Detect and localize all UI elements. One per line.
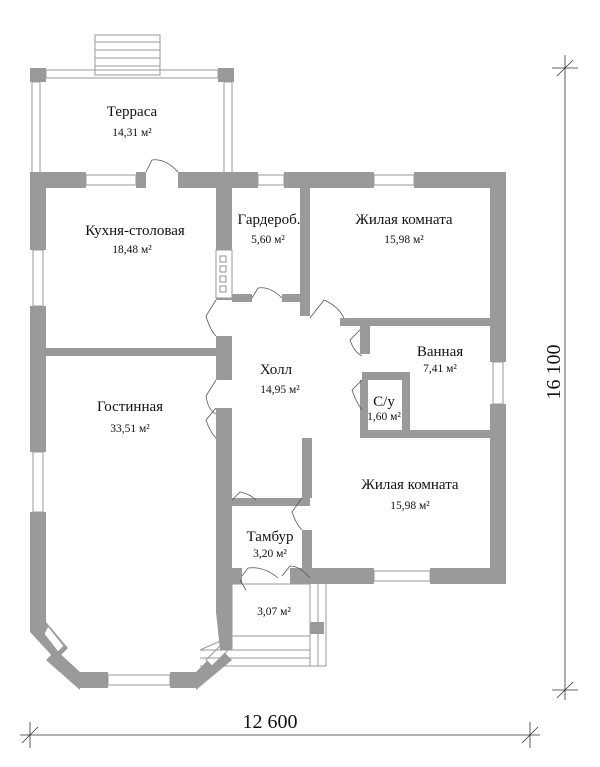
- room-area: 14,95 м²: [260, 384, 300, 396]
- room-vestibule: Тамбур 3,20 м²: [247, 529, 294, 560]
- room-area: 14,31 м²: [112, 127, 152, 139]
- interior-walls: [46, 188, 490, 584]
- room-area: 18,48 м²: [112, 244, 152, 256]
- room-name: Ванная: [417, 344, 463, 360]
- room-kitchen: Кухня-столовая 18,48 м²: [85, 223, 185, 256]
- room-area: 1,60 м²: [367, 411, 401, 423]
- room-wardrobe: Гардероб. 5,60 м²: [238, 212, 301, 246]
- room-name: Терраса: [107, 104, 158, 120]
- dimension-width-label: 12 600: [243, 711, 298, 733]
- room-area: 3,20 м²: [253, 548, 287, 560]
- room-name: Кухня-столовая: [85, 223, 185, 239]
- room-name: Жилая комната: [355, 212, 453, 228]
- dimension-height-label: 16 100: [543, 345, 565, 400]
- room-bedroom2: Жилая комната 15,98 м²: [361, 477, 459, 512]
- room-name: С/у: [373, 394, 395, 410]
- door-swings: [145, 159, 363, 591]
- room-area: 15,98 м²: [384, 234, 424, 246]
- room-area: 33,51 м²: [110, 423, 150, 435]
- room-terrace: Терраса 14,31 м²: [107, 104, 158, 139]
- room-porch: 3,07 м²: [257, 606, 291, 618]
- room-name: Гардероб.: [238, 212, 301, 228]
- stove-icon: [215, 249, 233, 299]
- outer-walls: [30, 172, 506, 690]
- room-name: Тамбур: [247, 529, 294, 545]
- room-bedroom1: Жилая комната 15,98 м²: [355, 212, 453, 246]
- room-bathroom: Ванная 7,41 м²: [417, 344, 463, 375]
- dimension-width: 12 600: [20, 711, 540, 748]
- room-name: Холл: [260, 362, 293, 378]
- room-living: Гостинная 33,51 м²: [97, 399, 163, 435]
- room-wc: С/у 1,60 м²: [367, 394, 401, 423]
- room-area: 5,60 м²: [251, 234, 285, 246]
- room-name: Жилая комната: [361, 477, 459, 493]
- room-area: 15,98 м²: [390, 500, 430, 512]
- room-area: 3,07 м²: [257, 606, 291, 618]
- room-name: Гостинная: [97, 399, 163, 415]
- room-area: 7,41 м²: [423, 363, 457, 375]
- dimension-height: 16 100: [543, 55, 578, 700]
- room-hall: Холл 14,95 м²: [260, 362, 300, 396]
- porch-structure: [199, 583, 327, 667]
